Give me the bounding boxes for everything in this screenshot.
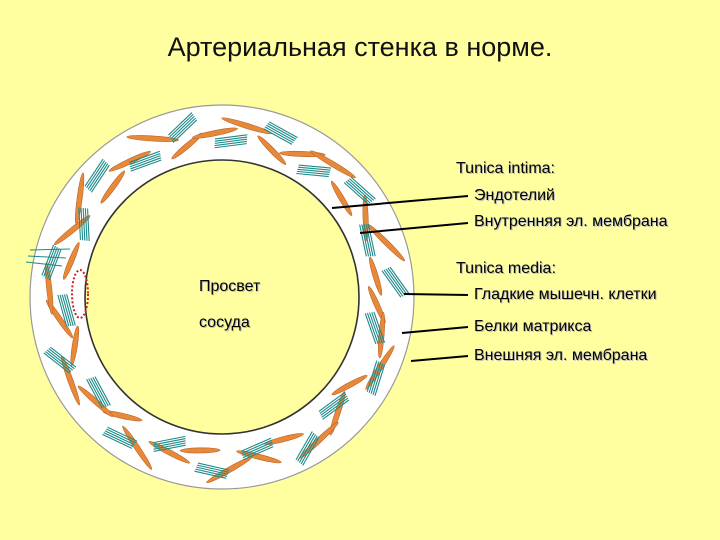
- arterial-wall: [29, 104, 415, 490]
- muscle-cell: [331, 375, 368, 396]
- muscle-cell: [126, 135, 179, 142]
- muscle-cell: [192, 127, 238, 139]
- fiber-bundle: [364, 311, 386, 345]
- fiber-bundle: [102, 426, 138, 449]
- internal-membrane-label: Внутренняя эл. мембрана: [474, 213, 668, 230]
- fiber-bundle: [381, 266, 410, 298]
- fiber-bundle: [263, 121, 298, 145]
- leader-internal-membrane: [359, 222, 469, 234]
- muscle-cell: [264, 433, 304, 445]
- fiber-bundle: [343, 176, 376, 205]
- fiber-bundle: [43, 346, 77, 374]
- lumen-label-line2: сосуда: [199, 314, 250, 331]
- slide-title: Артериальная стенка в норме.: [167, 32, 553, 62]
- fiber-bundle: [214, 134, 248, 149]
- tunica-media-header: Tunica media:: [456, 260, 556, 277]
- muscle-cell: [70, 325, 80, 366]
- muscle-cell: [62, 242, 80, 280]
- fiber-bundle: [359, 224, 376, 257]
- endothelial-cell-outline: [71, 269, 89, 319]
- leader-smooth-muscle: [403, 293, 469, 296]
- muscle-cell: [100, 170, 126, 204]
- leader-endothelium: [331, 195, 469, 209]
- fiber-bundle: [129, 150, 162, 172]
- fiber-bundle: [296, 164, 332, 178]
- lumen-label-line1: Просвет: [199, 278, 261, 295]
- fiber-bundle: [295, 431, 320, 466]
- fiber-bundle: [318, 391, 350, 420]
- smooth-muscle-cells: [45, 117, 406, 484]
- smooth-muscle-label: Гладкие мышечн. клетки: [474, 286, 657, 303]
- lumen: [84, 159, 360, 435]
- muscle-cell: [122, 425, 153, 470]
- muscle-cell: [148, 441, 190, 464]
- leader-external-membrane: [410, 355, 469, 362]
- muscle-cell: [179, 447, 221, 454]
- endothelium-label: Эндотелий: [474, 187, 555, 204]
- muscle-cell: [310, 150, 356, 179]
- fiber-bundle: [241, 437, 274, 461]
- fiber-bundle: [78, 207, 90, 242]
- leader-lines: [331, 195, 469, 362]
- fiber-bundle: [366, 360, 386, 396]
- muscle-cell: [369, 256, 383, 296]
- fiber-bundle: [153, 435, 186, 452]
- leader-matrix-proteins: [401, 326, 469, 334]
- fiber-bundle: [86, 376, 111, 409]
- fiber-bundle: [194, 462, 230, 479]
- fiber-bundle: [57, 294, 76, 327]
- matrix-proteins-label: Белки матрикса: [474, 318, 592, 335]
- muscle-cell: [257, 135, 287, 165]
- muscle-cell: [367, 223, 406, 262]
- fiber-bundle: [168, 112, 198, 143]
- external-membrane-label: Внешняя эл. мембрана: [474, 347, 648, 364]
- external-fibers: [25, 248, 71, 267]
- muscle-cell: [75, 172, 85, 225]
- muscle-cell: [53, 215, 91, 246]
- fiber-bundle: [84, 158, 110, 193]
- tunica-intima-header: Tunica intima:: [456, 160, 555, 177]
- muscle-cell: [236, 450, 282, 464]
- matrix-fibers: [25, 112, 410, 479]
